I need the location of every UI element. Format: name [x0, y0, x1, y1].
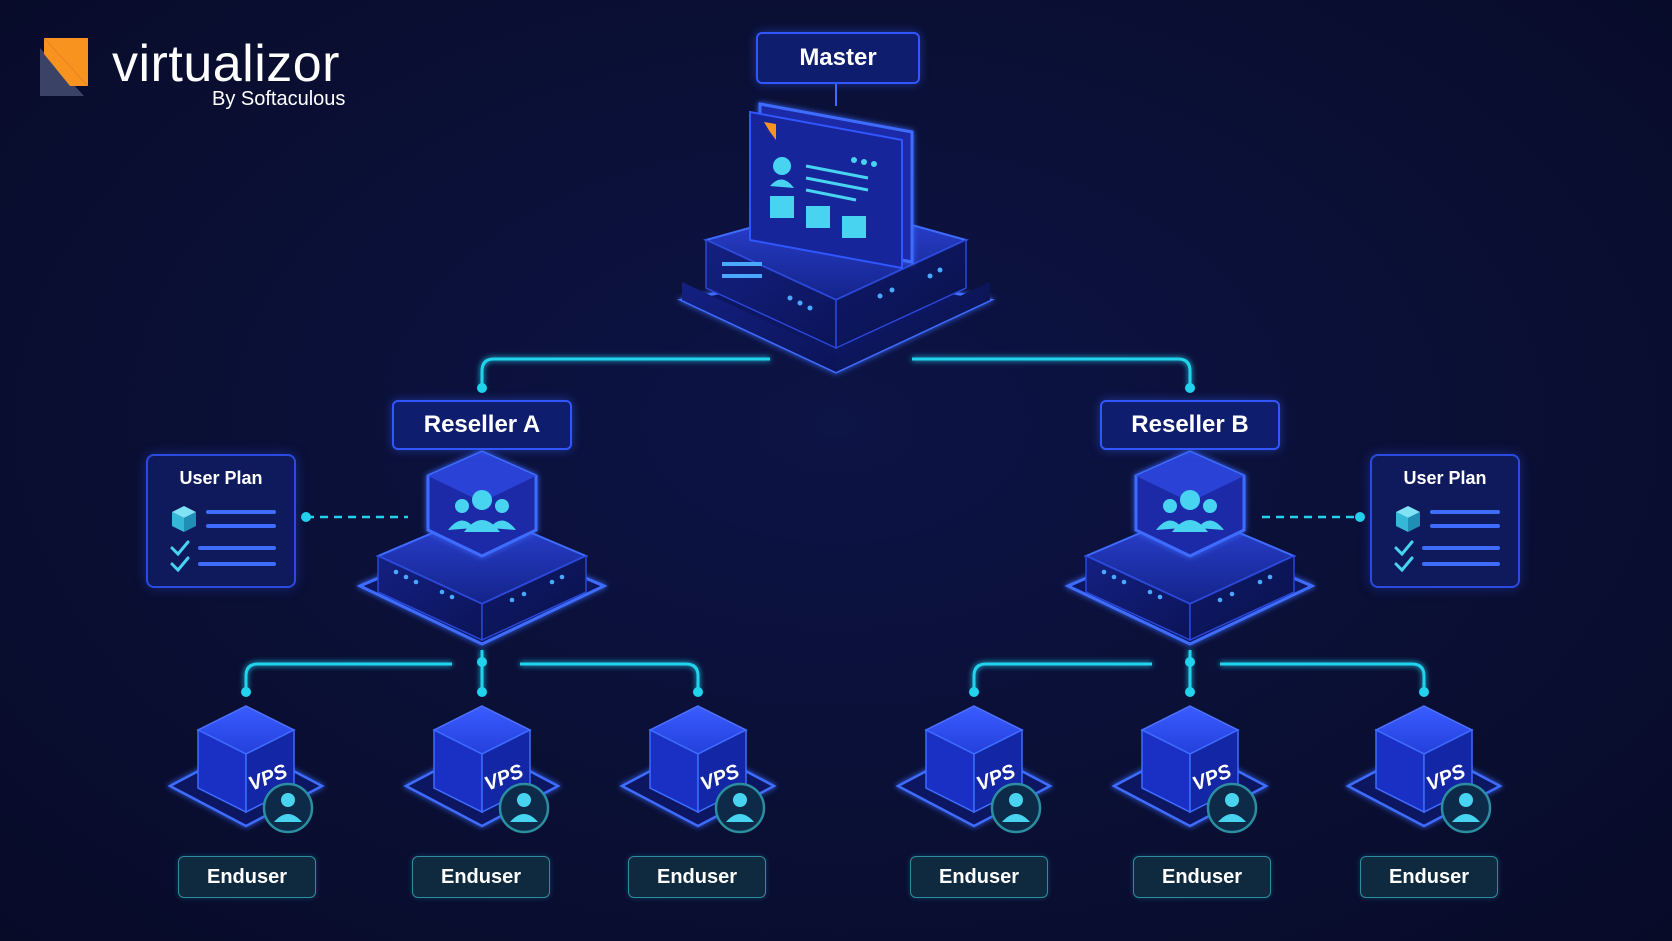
vps-node: VPS: [1345, 705, 1503, 834]
users-group-icon: [448, 490, 516, 532]
user-avatar-icon: [714, 782, 766, 834]
enduser-label: Enduser: [628, 856, 766, 898]
vps-group: VPS VPS VPS VPS VPS VPS: [167, 705, 1503, 834]
user-plan-title: User Plan: [179, 468, 263, 488]
user-avatar-icon: [990, 782, 1042, 834]
vps-node: VPS: [403, 705, 561, 834]
master-server-icon: [677, 84, 995, 374]
brand-name: virtualizor: [112, 35, 340, 93]
master-label: Master: [756, 32, 920, 84]
reseller-b-connectors: [972, 650, 1426, 692]
reseller-b-server-icon: [1064, 450, 1316, 646]
user-avatar-icon: [1440, 782, 1492, 834]
vps-node: VPS: [1111, 705, 1269, 834]
checkmark-icon: [170, 540, 190, 573]
vps-node: VPS: [895, 705, 1053, 834]
user-plan-title: User Plan: [1403, 468, 1487, 488]
user-avatar-icon: [262, 782, 314, 834]
checkmark-icon: [1394, 540, 1414, 573]
package-cube-icon: [170, 506, 276, 573]
user-avatar-icon: [1206, 782, 1258, 834]
virtualizor-logo-icon: [40, 38, 88, 96]
enduser-label: Enduser: [910, 856, 1048, 898]
connector-dot: [477, 383, 487, 393]
enduser-label: Enduser: [1360, 856, 1498, 898]
vps-node: VPS: [167, 705, 325, 834]
enduser-label: Enduser: [412, 856, 550, 898]
reseller-a-label: Reseller A: [392, 400, 572, 450]
enduser-label: Enduser: [178, 856, 316, 898]
user-plan-card-right: User Plan: [1370, 454, 1520, 588]
user-avatar-icon: [498, 782, 550, 834]
vps-node: VPS: [619, 705, 777, 834]
user-plan-card-left: User Plan: [146, 454, 296, 588]
reseller-a-connectors: [244, 650, 700, 692]
reseller-b-label: Reseller B: [1100, 400, 1280, 450]
connector-dot: [1185, 383, 1195, 393]
enduser-label: Enduser: [1133, 856, 1271, 898]
users-group-icon: [1156, 490, 1224, 532]
reseller-a-server-icon: [356, 450, 608, 646]
master-connectors: [480, 357, 1192, 388]
package-cube-icon: [1394, 506, 1500, 573]
brand-tagline: By Softaculous: [212, 88, 346, 110]
